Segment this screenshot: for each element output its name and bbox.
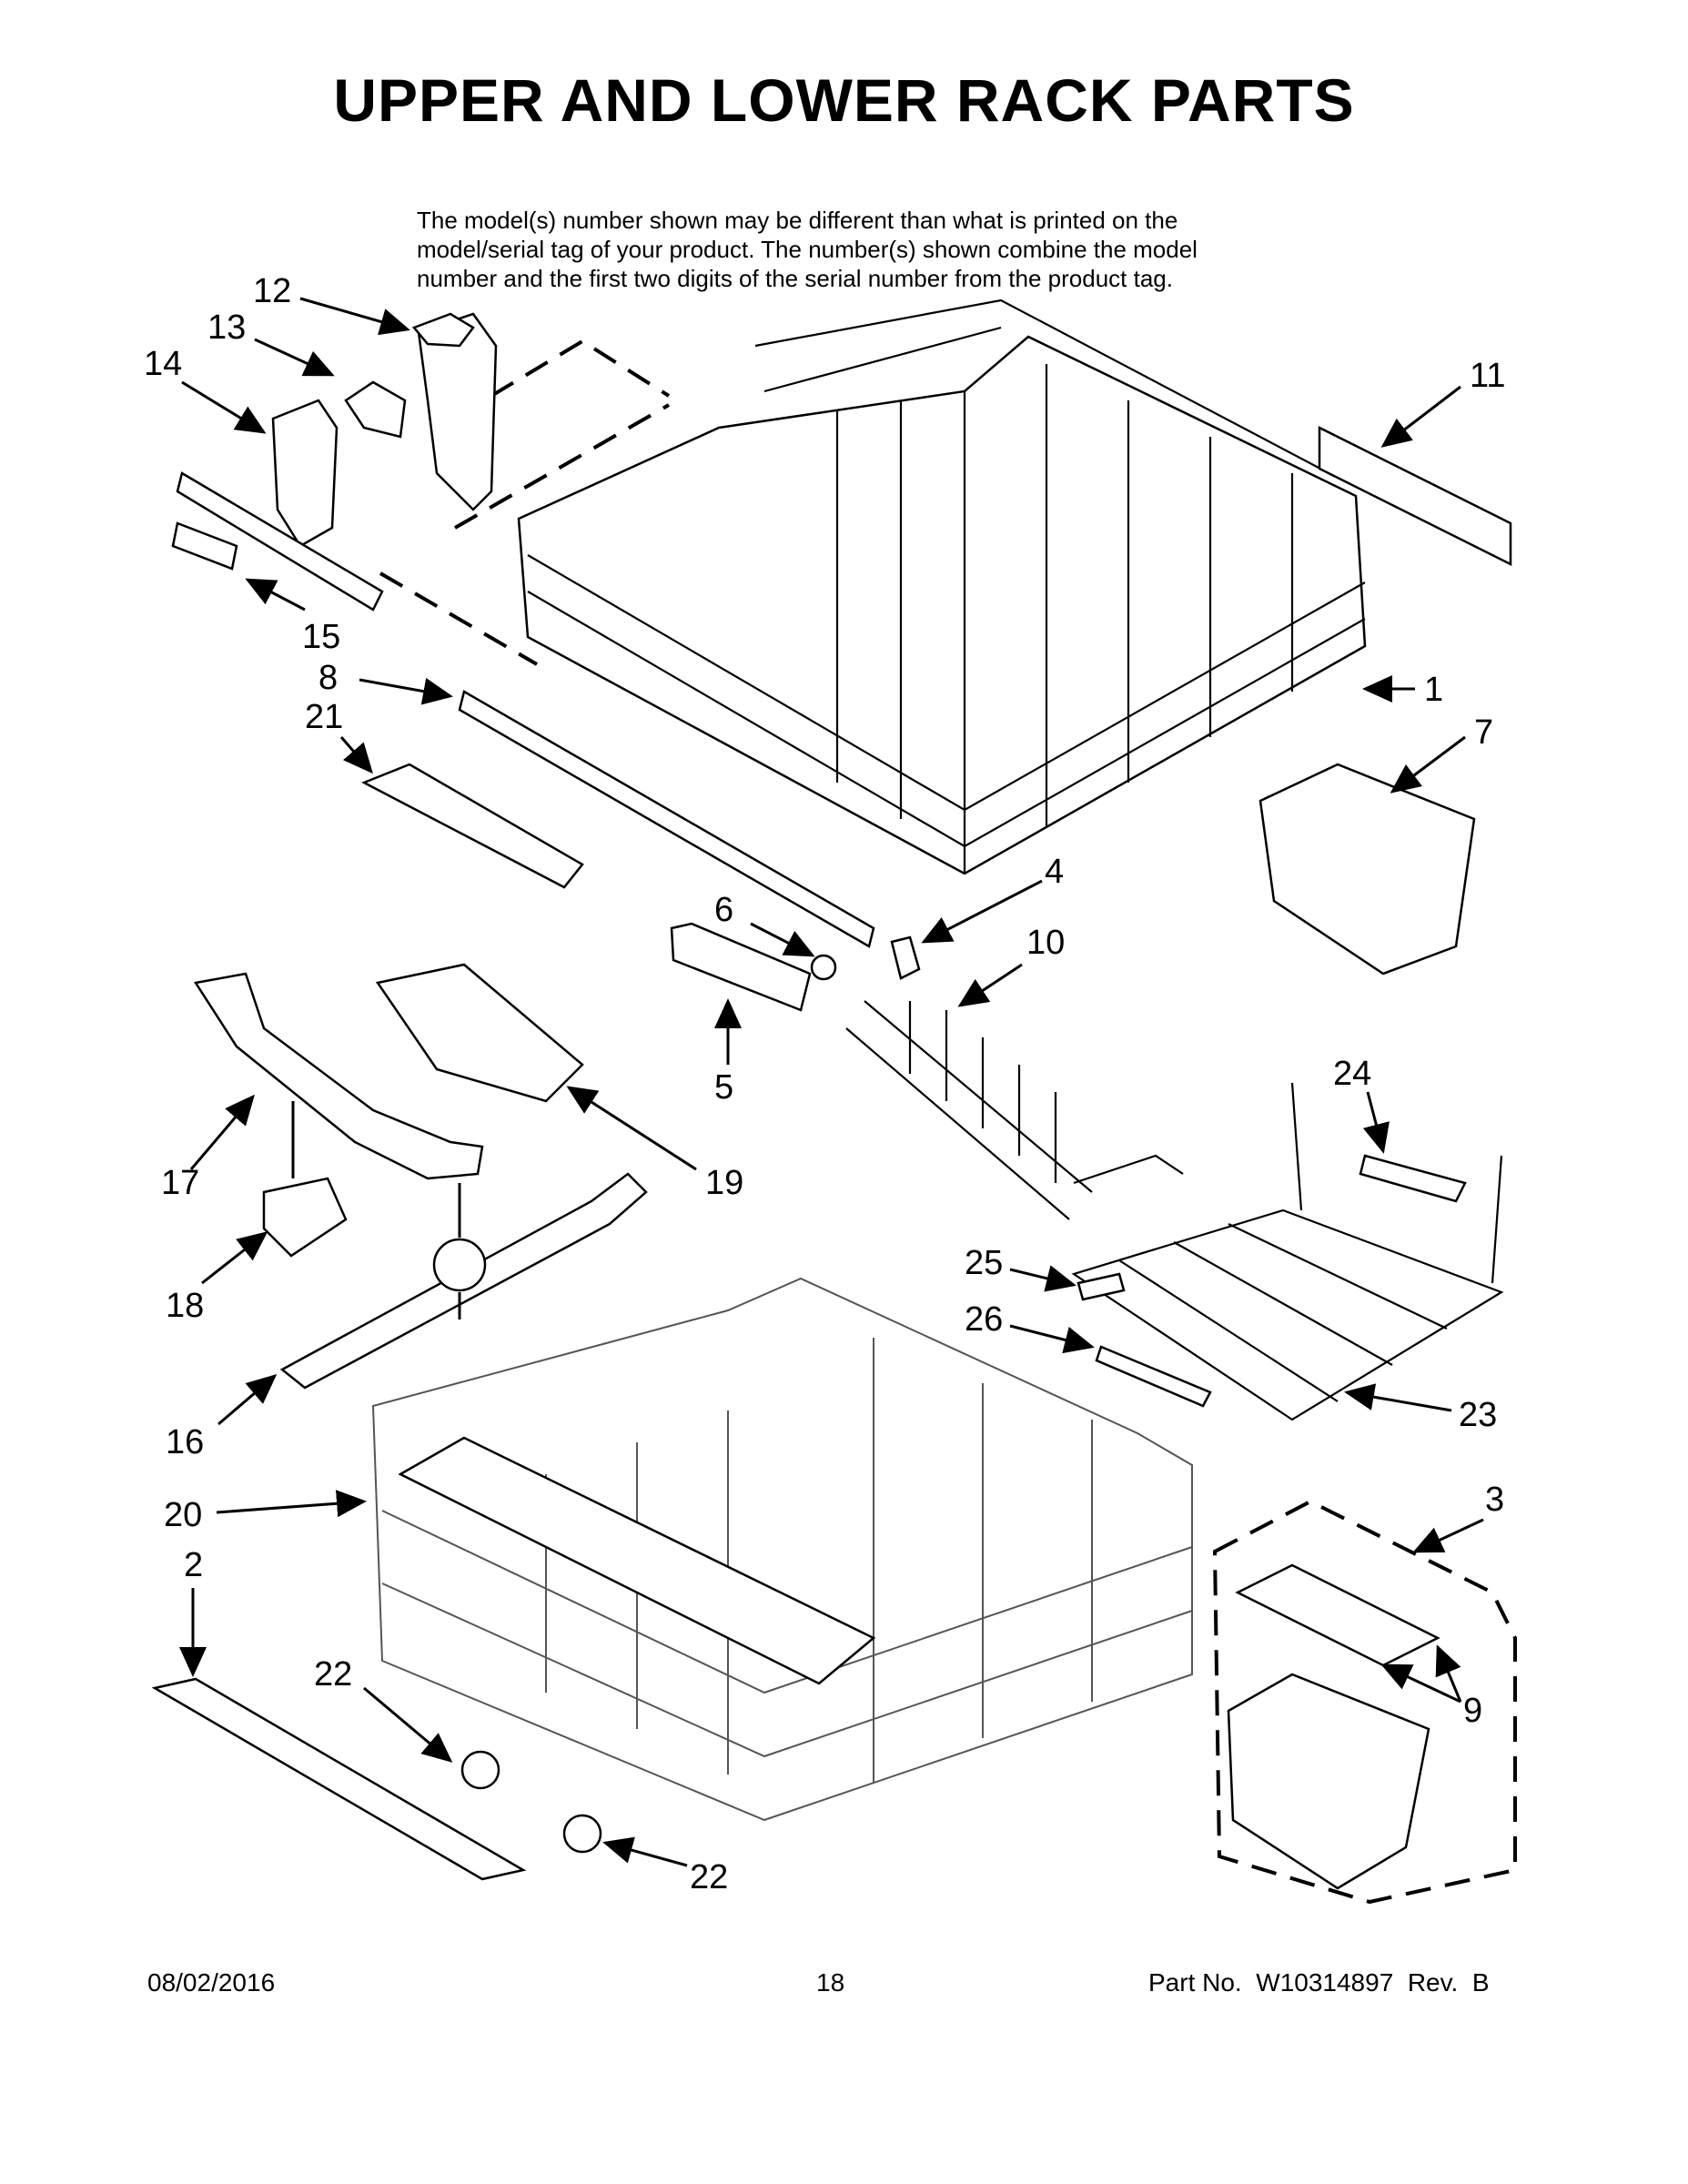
callout-number: 7 xyxy=(1474,713,1493,752)
tine-pin xyxy=(1076,1272,1126,1301)
lower-shelf-tines xyxy=(1071,1082,1504,1421)
callout-number: 11 xyxy=(1470,357,1505,395)
lower-rack-rail xyxy=(151,1677,527,1881)
footer-date: 08/02/2016 xyxy=(147,1968,276,1997)
callout-number: 12 xyxy=(253,272,291,310)
model-number-note: The model(s) number shown may be differe… xyxy=(417,206,1327,293)
callout-number: 20 xyxy=(164,1496,202,1534)
adjuster-assembly-outline xyxy=(379,339,671,666)
callout-number: 26 xyxy=(965,1300,1003,1339)
cutlery-basket xyxy=(1258,763,1476,976)
callout-number: 3 xyxy=(1485,1481,1504,1519)
rack-stop xyxy=(890,935,921,980)
leader-lines xyxy=(179,297,1484,1867)
callout-number: 25 xyxy=(965,1244,1003,1282)
rack-wheel xyxy=(562,1814,602,1854)
callout-number: 1 xyxy=(1424,671,1443,709)
rail-end-cap xyxy=(670,922,812,1012)
note-line: model/serial tag of your product. The nu… xyxy=(417,236,1198,263)
tine-retainer xyxy=(1095,1345,1212,1408)
spray-arm-hub xyxy=(432,1238,487,1292)
callout-number: 24 xyxy=(1333,1055,1371,1093)
lower-rack xyxy=(371,1277,1193,1822)
callout-number: 23 xyxy=(1459,1396,1497,1434)
spray-arm-tube xyxy=(193,972,484,1180)
footer-page-number: 18 xyxy=(816,1968,845,1997)
callout-number: 2 xyxy=(184,1546,203,1584)
spray-arm-mount xyxy=(375,963,584,1103)
assembly-line xyxy=(291,1101,461,1320)
callout-numbers: 12 13 14 15 8 21 11 1 7 4 6 10 5 17 19 2… xyxy=(144,272,1505,1896)
adjuster-parts xyxy=(171,312,498,612)
callout-number: 8 xyxy=(318,659,338,697)
rack-rail xyxy=(458,690,875,948)
callout-number: 16 xyxy=(166,1423,204,1461)
callout-number: 14 xyxy=(144,345,182,383)
cup-shelf-tines xyxy=(845,1000,1184,1220)
callout-number: 15 xyxy=(302,618,340,656)
callout-number: 10 xyxy=(1026,924,1065,962)
callout-number: 18 xyxy=(166,1287,204,1325)
rack-wheel xyxy=(460,1750,500,1790)
rail-stop-ball xyxy=(810,954,837,981)
footer-part-number: Part No. W10314897 Rev. B xyxy=(1148,1968,1490,1997)
upper-rack xyxy=(517,298,1367,875)
fold-down-tines xyxy=(361,763,584,889)
callout-number: 6 xyxy=(714,891,733,929)
callout-number: 17 xyxy=(161,1164,199,1202)
tube-clip xyxy=(262,1177,348,1258)
callout-number: 5 xyxy=(714,1068,733,1107)
page-title: UPPER AND LOWER RACK PARTS xyxy=(333,66,1355,134)
note-line: number and the first two digits of the s… xyxy=(417,265,1173,292)
callout-number: 21 xyxy=(305,698,343,736)
silverware-basket-assembly xyxy=(1212,1499,1517,1905)
callout-number: 22 xyxy=(314,1655,352,1694)
rack-bracket xyxy=(1318,425,1512,567)
callout-number: 13 xyxy=(207,308,246,347)
callout-number: 9 xyxy=(1463,1692,1482,1730)
tine-clip xyxy=(1359,1154,1467,1203)
callout-number: 22 xyxy=(690,1858,728,1896)
callout-number: 4 xyxy=(1045,853,1064,891)
note-line: The model(s) number shown may be differe… xyxy=(417,207,1178,234)
callout-number: 19 xyxy=(705,1164,743,1202)
